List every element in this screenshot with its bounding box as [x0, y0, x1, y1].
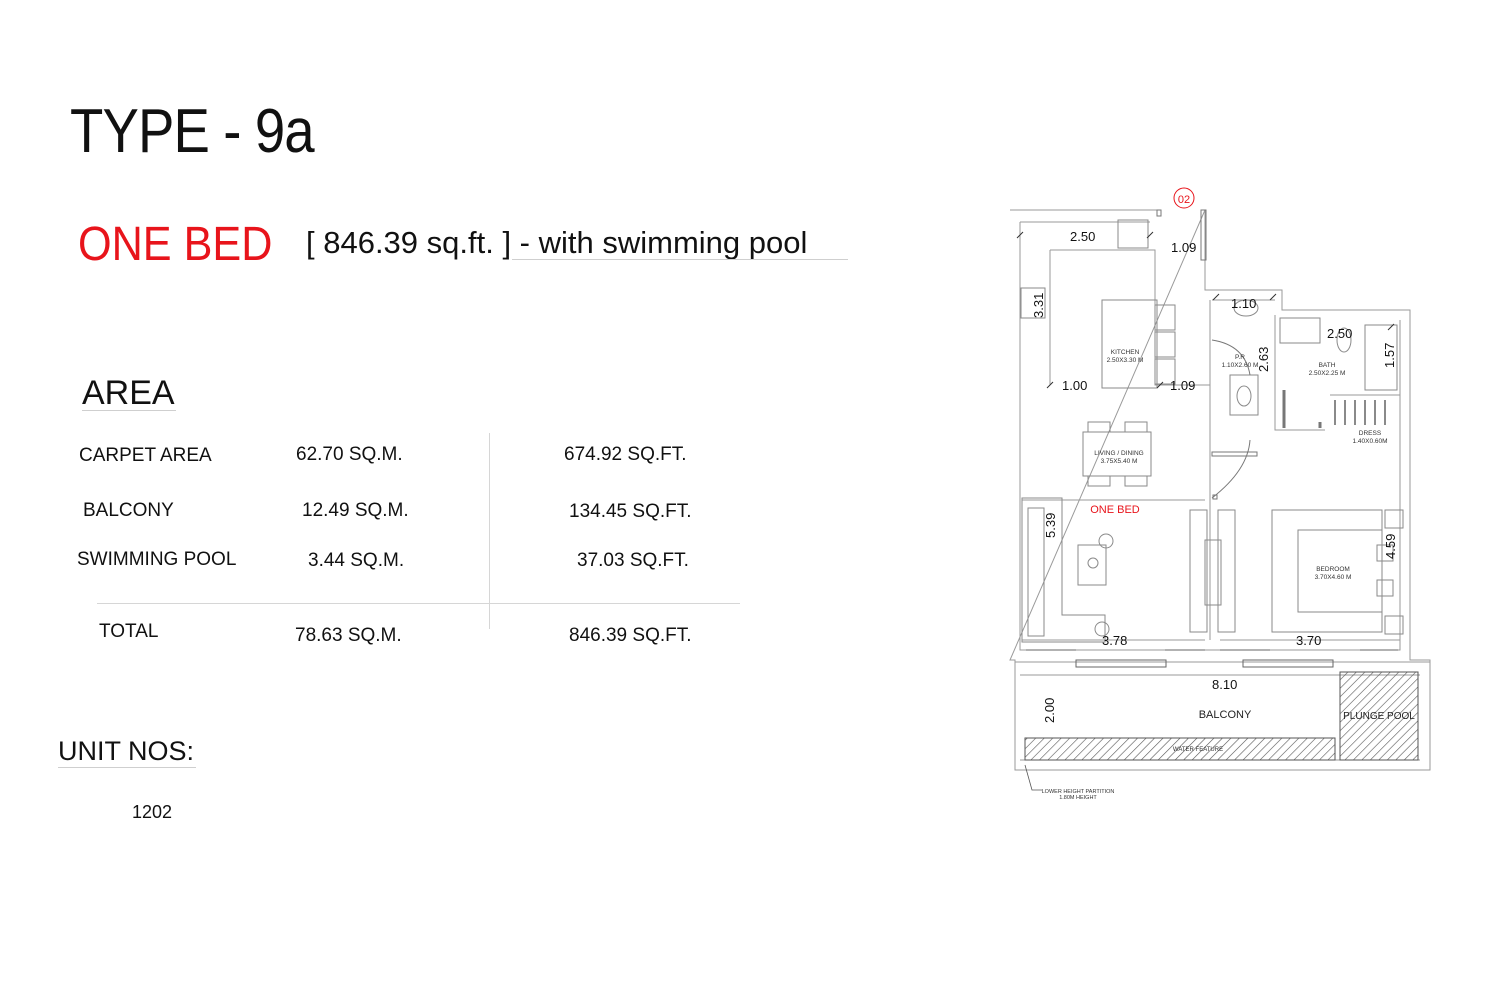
area-underline [82, 410, 176, 411]
living-label: LIVING / DINING [1094, 450, 1143, 457]
living-furniture [1021, 421, 1236, 643]
plunge-pool-label: PLUNGE POOL [1343, 711, 1415, 722]
dimension-living-depth: 5.39 [1043, 513, 1058, 538]
total-sqft: 846.39 SQ.FT. [569, 625, 692, 646]
bath-size: 2.50X2.25 M [1309, 370, 1346, 377]
column-divider [489, 433, 490, 629]
unit-numbers-underline [58, 767, 196, 768]
plan-marker-circle [1173, 187, 1195, 209]
bath-label: BATH [1319, 362, 1336, 369]
door-swings [1156, 209, 1322, 500]
balcony-hatching [1024, 671, 1419, 761]
dimension-bath-depth: 1.57 [1382, 343, 1397, 368]
bedroom-furniture [1271, 509, 1404, 635]
size-underline [512, 259, 848, 260]
pr-label: P.R [1235, 354, 1245, 361]
unit-type-label: ONE BED [78, 218, 273, 271]
partition-height-note: 1.80M HEIGHT [1059, 795, 1097, 801]
area-row-label: CARPET AREA [79, 445, 212, 466]
dimension-balcony-width: 8.10 [1212, 677, 1237, 692]
floor-plan: 02 KITCHEN 2.50X3.30 M P.R 1.10X2.60 M B… [1009, 187, 1431, 801]
dimension-bedroom-width: 3.70 [1296, 633, 1321, 648]
dimension-bedroom-depth: 4.59 [1383, 534, 1398, 559]
area-row-sqft: 674.92 SQ.FT. [564, 444, 687, 465]
dimension-entry-width: 1.09 [1171, 240, 1196, 255]
plan-type-title: TYPE - 9a [70, 97, 315, 166]
plan-marker: 02 [1178, 194, 1190, 206]
unit-number: 1202 [132, 802, 173, 822]
kitchen-fixtures [1020, 219, 1176, 389]
size-note: [ 846.39 sq.ft. ] - with swimming pool [306, 225, 808, 260]
pr-size: 1.10X2.60 M [1222, 362, 1259, 369]
dimension-pr-depth: 2.63 [1256, 347, 1271, 372]
total-sqm: 78.63 SQ.M. [295, 625, 402, 646]
kitchen-label: KITCHEN [1111, 349, 1140, 356]
dimension-bath-width: 2.50 [1327, 326, 1352, 341]
partition-leader [1024, 764, 1042, 791]
area-row-sqft: 37.03 SQ.FT. [577, 550, 689, 571]
dimension-pr-width: 1.10 [1231, 296, 1256, 311]
dimension-kitchen-right: 1.09 [1170, 378, 1195, 393]
total-rule [97, 603, 740, 604]
dimension-kitchen-depth: 3.31 [1031, 293, 1046, 318]
total-label: TOTAL [99, 621, 159, 642]
area-row-sqft: 134.45 SQ.FT. [569, 501, 692, 522]
dimension-kitchen-left: 1.00 [1062, 378, 1087, 393]
outer-walls [1009, 209, 1431, 771]
area-row-sqm: 12.49 SQ.M. [302, 500, 409, 521]
dimension-ticks [1016, 231, 1395, 389]
dress-label: DRESS [1359, 430, 1382, 437]
window-rails [1026, 649, 1398, 668]
bedroom-size: 3.70X4.60 M [1315, 574, 1352, 581]
kitchen-size: 2.50X3.30 M [1107, 357, 1144, 364]
unit-plan-label: ONE BED [1090, 504, 1140, 516]
dimension-balcony-depth: 2.00 [1042, 698, 1057, 723]
bedroom-label: BEDROOM [1316, 566, 1350, 573]
unit-numbers-heading: UNIT NOS: [58, 736, 195, 766]
living-size: 3.75X5.40 M [1101, 458, 1138, 465]
area-row-sqm: 3.44 SQ.M. [308, 550, 405, 571]
water-feature-label: WATER FEATURE [1173, 747, 1223, 753]
dimension-kitchen-width: 2.50 [1070, 229, 1095, 244]
area-row-label: BALCONY [83, 500, 174, 521]
bath-fixtures [1229, 299, 1398, 425]
area-row-label: SWIMMING POOL [77, 549, 237, 570]
balcony-label: BALCONY [1199, 709, 1252, 721]
partition-note: LOWER HEIGHT PARTITION [1042, 789, 1115, 795]
dimension-living-width: 3.78 [1102, 633, 1127, 648]
area-row-sqm: 62.70 SQ.M. [296, 444, 403, 465]
area-heading: AREA [82, 374, 175, 412]
dress-size: 1.40X0.60M [1352, 438, 1387, 445]
